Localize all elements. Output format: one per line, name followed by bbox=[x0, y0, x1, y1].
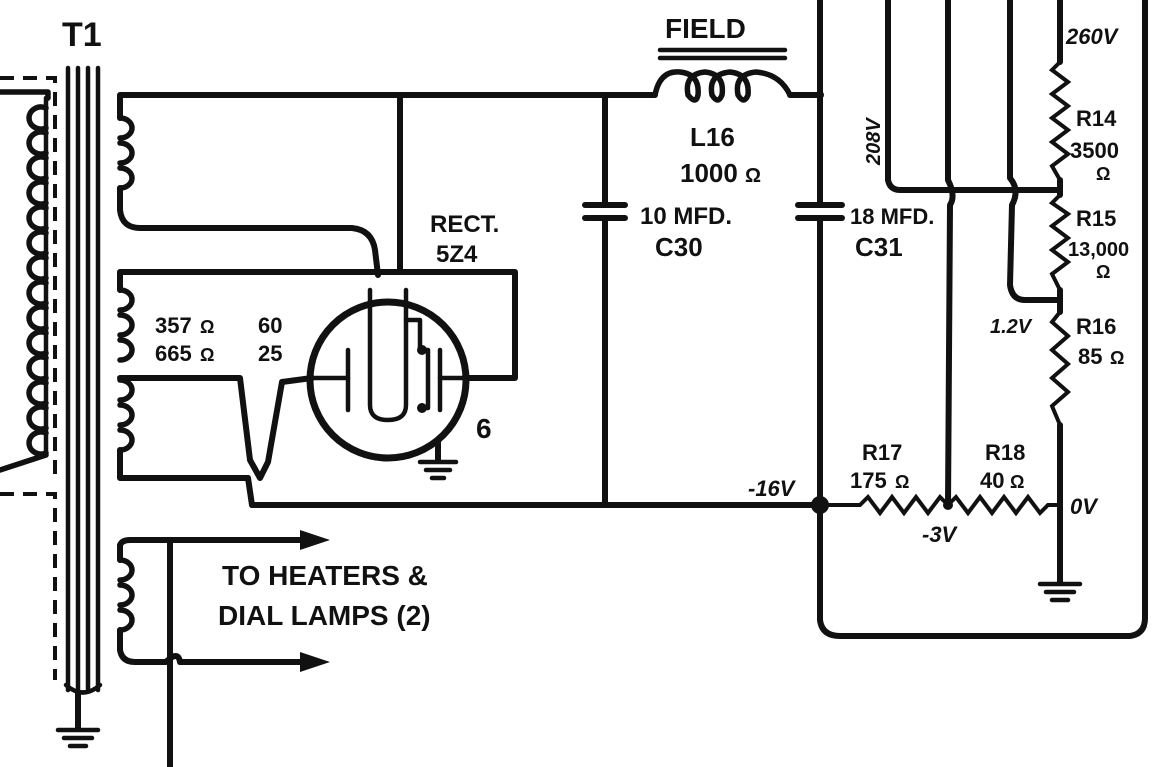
primary-winding bbox=[0, 89, 51, 473]
resistor-r15 bbox=[1048, 193, 1072, 291]
heaters-line-1: TO HEATERS & bbox=[222, 560, 428, 591]
r14-name: R14 bbox=[1076, 106, 1117, 131]
arrow-heater-lower-icon bbox=[300, 652, 330, 672]
filament-winding bbox=[117, 287, 135, 453]
filament-top-wire bbox=[117, 269, 518, 381]
arrow-heater-upper-icon bbox=[300, 530, 330, 550]
resistor-r16 bbox=[1048, 310, 1072, 426]
ohm-symbol: Ω bbox=[200, 317, 214, 337]
heater-lead-top bbox=[117, 537, 313, 563]
r17-value: 175 bbox=[850, 468, 887, 493]
ohm-symbol: Ω bbox=[1096, 262, 1110, 282]
c30-value: 10 MFD. bbox=[640, 203, 732, 230]
field-winding bbox=[652, 69, 793, 103]
resistor-r18 bbox=[946, 493, 1060, 517]
tap-208-wire bbox=[885, 0, 1063, 193]
winding-label-357: 357 bbox=[155, 313, 192, 338]
tube-cathode bbox=[367, 287, 409, 423]
hv-top-wire-end bbox=[117, 185, 381, 278]
r18-value: 40 bbox=[980, 468, 1004, 493]
field-resistance: 1000 bbox=[680, 158, 738, 188]
transformer-label: T1 bbox=[62, 16, 102, 54]
heater-lead-bottom bbox=[117, 627, 313, 665]
ohm-symbol: Ω bbox=[1110, 348, 1124, 368]
c31-name: C31 bbox=[855, 232, 903, 262]
field-label: FIELD bbox=[665, 13, 746, 44]
voltage-minus-16: -16V bbox=[748, 476, 797, 501]
heaters-line-2: DIAL LAMPS (2) bbox=[218, 600, 431, 631]
winding-label-665: 665 bbox=[155, 341, 192, 366]
voltage-1-2: 1.2V bbox=[990, 316, 1033, 338]
transformer-shield-top bbox=[0, 76, 57, 480]
tube-ground-icon bbox=[417, 459, 459, 481]
voltage-minus-3: -3V bbox=[922, 522, 959, 547]
r15-name: R15 bbox=[1076, 206, 1116, 231]
r14-value: 3500 bbox=[1070, 138, 1119, 163]
field-coil bbox=[652, 47, 793, 103]
c30-name: C30 bbox=[655, 232, 703, 262]
hv-top-wire bbox=[117, 92, 658, 121]
winding-label-60: 60 bbox=[258, 313, 282, 338]
junction-dot bbox=[943, 500, 953, 510]
capacitor-c31 bbox=[795, 202, 845, 221]
transformer-t1 bbox=[0, 65, 135, 749]
field-coil-name: L16 bbox=[690, 122, 735, 152]
r16-value: 85 bbox=[1078, 344, 1102, 369]
ohm-symbol: Ω bbox=[1010, 472, 1024, 492]
rectifier-type: 5Z4 bbox=[436, 241, 478, 268]
rectifier-label: RECT. bbox=[430, 211, 499, 238]
rectifier-pin-label: 6 bbox=[476, 413, 492, 444]
core-ground-icon bbox=[55, 727, 101, 749]
voltage-208: 208V bbox=[863, 117, 885, 166]
capacitor-c30 bbox=[582, 202, 628, 221]
junction-dot bbox=[816, 91, 824, 99]
filament-bottom-wire bbox=[117, 447, 823, 508]
tap-mid-wire bbox=[945, 0, 956, 508]
winding-label-25: 25 bbox=[258, 341, 282, 366]
divider-ground-icon bbox=[1037, 581, 1083, 603]
hv-secondary-winding-upper bbox=[117, 115, 135, 191]
transformer-shield-bottom bbox=[0, 492, 57, 680]
heater-winding bbox=[117, 557, 135, 633]
transformer-core-bottom bbox=[63, 682, 103, 695]
tube-heater bbox=[403, 317, 431, 411]
rectifier-tube bbox=[306, 287, 470, 481]
r17-name: R17 bbox=[862, 440, 902, 465]
ohm-symbol: Ω bbox=[200, 345, 214, 365]
voltage-260: 260V bbox=[1065, 24, 1120, 49]
voltage-0: 0V bbox=[1070, 494, 1099, 519]
tap-right-wire bbox=[1007, 0, 1063, 303]
ohm-symbol: Ω bbox=[745, 165, 761, 187]
r18-name: R18 bbox=[985, 440, 1025, 465]
lower-frame-wire bbox=[817, 0, 1148, 639]
r15-value: 13,000 bbox=[1068, 239, 1129, 261]
c31-value: 18 MFD. bbox=[850, 204, 934, 229]
resistor-r14 bbox=[1048, 60, 1072, 181]
filament-tap-wire bbox=[117, 375, 315, 481]
ohm-symbol: Ω bbox=[1096, 164, 1110, 184]
ohm-symbol: Ω bbox=[895, 472, 909, 492]
resistor-r17 bbox=[820, 493, 950, 517]
wiring bbox=[117, 0, 1148, 767]
r16-name: R16 bbox=[1076, 314, 1116, 339]
